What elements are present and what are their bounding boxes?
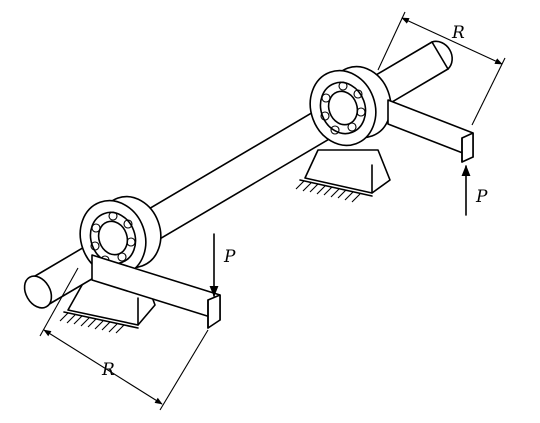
left-ground-hatch: [59, 311, 139, 334]
load-bottom: P: [209, 233, 236, 298]
dimension-r-bottom: R: [39, 267, 209, 411]
right-bearing-balls: [320, 81, 366, 135]
dimension-r-top: R: [377, 11, 506, 126]
load-label-top: P: [475, 187, 488, 207]
load-top: P: [461, 164, 488, 216]
left-crank-arm: [91, 254, 221, 329]
shaft-end-left: [23, 275, 53, 309]
right-bearing-support: [295, 149, 391, 203]
radius-label-bottom: R: [101, 360, 115, 380]
right-crank-arm: [387, 99, 474, 163]
right-ground-hatch: [295, 179, 373, 203]
right-bearing: [309, 65, 392, 147]
radius-label-top: R: [451, 23, 465, 43]
load-label-bottom: P: [223, 247, 236, 267]
